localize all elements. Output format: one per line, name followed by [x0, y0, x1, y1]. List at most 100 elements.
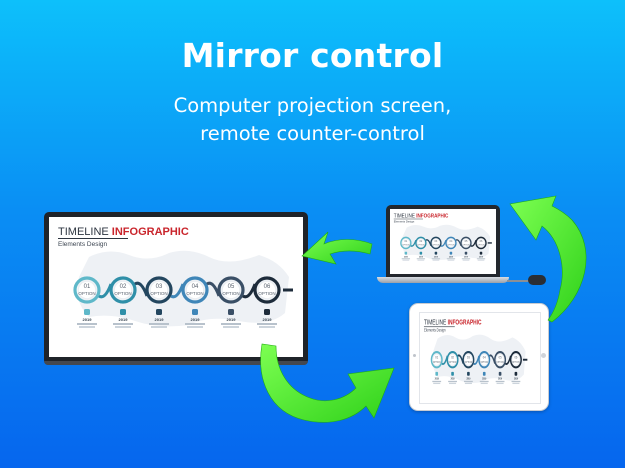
globe-icon	[404, 251, 408, 255]
lock-icon	[120, 309, 126, 315]
infographic-title: TIMELINE INFOGRAPHIC	[58, 226, 189, 238]
subtitle-line-2: remote counter-control	[200, 122, 425, 145]
chart-icon	[192, 309, 198, 315]
step-label: OPTION	[448, 360, 457, 364]
step-year: 2019	[262, 317, 272, 322]
timeline-item: 2019	[399, 251, 412, 261]
step-year: 2019	[226, 317, 236, 322]
step-number: 05	[227, 284, 235, 290]
infographic-subtitle: Elements Design	[58, 241, 108, 248]
headline: Mirror control	[181, 36, 444, 75]
step-label: OPTION	[480, 360, 489, 364]
step-year: 2019	[466, 377, 471, 381]
step-year: 2019	[482, 377, 487, 381]
timeline-item: 2019	[430, 371, 444, 385]
step-label: OPTION	[258, 291, 276, 296]
people-icon	[434, 251, 438, 255]
title-rule	[58, 238, 128, 239]
step-number: 02	[451, 355, 455, 360]
step-label: OPTION	[432, 243, 440, 246]
title-rule	[423, 326, 455, 328]
step-year: 2019	[449, 255, 453, 258]
timeline-item: 2019	[461, 371, 475, 385]
step-year: 2019	[479, 255, 483, 258]
step-year: 2019	[419, 255, 423, 258]
step-year: 2019	[464, 255, 468, 258]
timeline-item: 2019	[509, 371, 523, 385]
timeline-item: 2019	[414, 251, 427, 261]
money-icon	[264, 309, 270, 315]
step-number: 03	[155, 284, 163, 290]
globe-icon	[84, 309, 90, 315]
timeline-item: 2019	[143, 308, 175, 328]
lock-icon	[419, 251, 423, 255]
step-year: 2019	[190, 317, 200, 322]
chart-icon	[482, 371, 486, 376]
bar-icon	[464, 251, 468, 255]
step-label: OPTION	[512, 360, 520, 364]
timeline-item: 2019	[107, 308, 139, 328]
step-label: OPTION	[150, 291, 168, 296]
timeline-chain	[73, 276, 293, 304]
step-label: OPTION	[462, 243, 470, 246]
step-label: OPTION	[222, 291, 240, 296]
lock-icon	[451, 371, 454, 376]
timeline-item: 2019	[429, 251, 442, 261]
step-year: 2019	[513, 377, 518, 381]
infographic-title-accent: INFOGRAPHIC	[416, 213, 449, 219]
step-number: 03	[466, 355, 470, 360]
monitor-base	[44, 361, 308, 365]
infographic-title-main: TIMELINE	[58, 226, 109, 238]
step-number: 02	[119, 284, 127, 290]
step-year: 2019	[82, 317, 92, 322]
timeline-item: 2019	[474, 251, 487, 261]
infographic-title: TIMELINE INFOGRAPHIC	[424, 319, 482, 327]
money-icon	[514, 371, 518, 376]
timeline-item: 2019	[444, 251, 457, 261]
tablet-home-button	[541, 353, 546, 358]
laptop-base	[377, 277, 509, 283]
step-year: 2019	[434, 255, 438, 258]
step-label: OPTION	[447, 243, 455, 246]
step-year: 2019	[404, 255, 408, 258]
timeline-item: 2019	[446, 371, 460, 385]
step-label: OPTION	[114, 291, 132, 296]
infographic-title-main: TIMELINE	[423, 318, 447, 327]
people-icon	[156, 309, 162, 315]
timeline-item: 2019	[459, 251, 472, 261]
step-number: 04	[482, 355, 486, 360]
step-number: 04	[191, 284, 199, 290]
globe-icon	[435, 371, 439, 376]
step-label: OPTION	[417, 243, 425, 246]
tablet-camera	[413, 354, 416, 357]
timeline-item: 2019	[179, 308, 211, 328]
step-label: OPTION	[432, 360, 441, 364]
step-label: OPTION	[402, 243, 410, 246]
timeline-item: 2019	[71, 308, 103, 328]
timeline-item: 2019	[493, 371, 507, 385]
step-year: 2019	[434, 377, 439, 381]
step-year: 2019	[498, 377, 503, 381]
infographic-subtitle: Elements Design	[423, 328, 446, 333]
step-label: OPTION	[78, 291, 96, 296]
step-number: 03	[434, 240, 438, 243]
timeline-item: 2019	[215, 308, 247, 328]
